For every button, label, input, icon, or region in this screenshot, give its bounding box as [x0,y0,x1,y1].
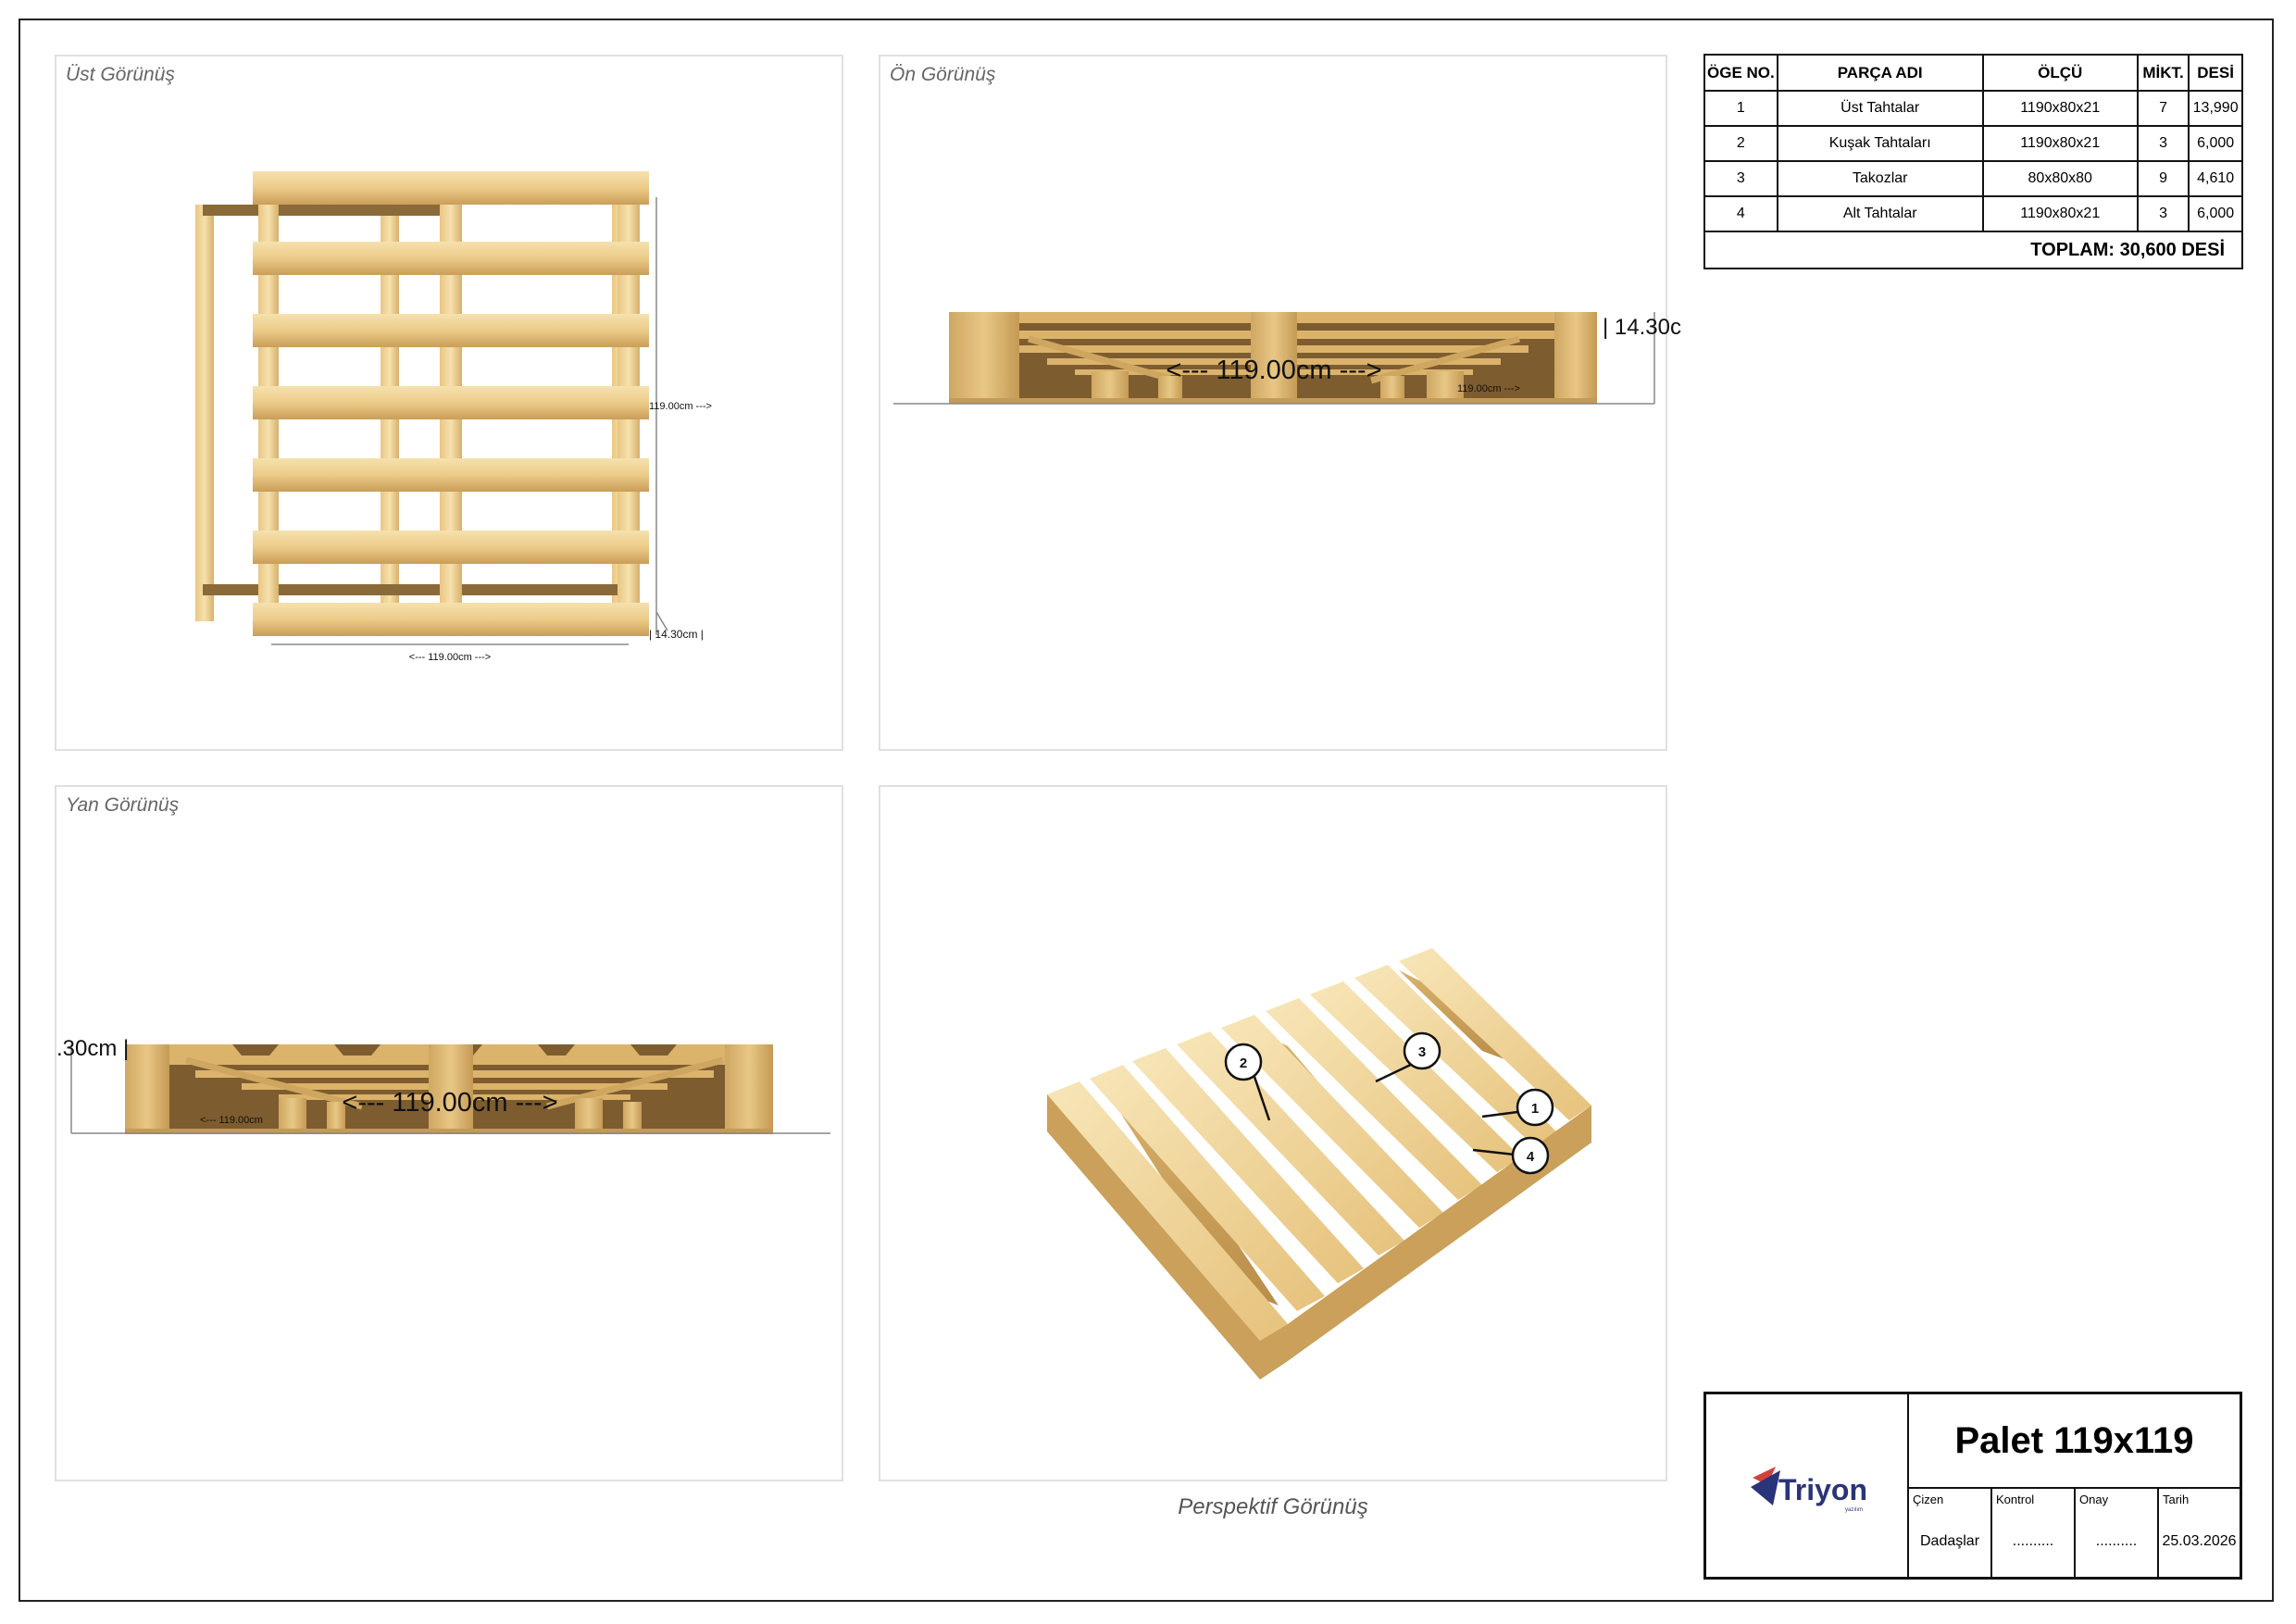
bom-cell: 3 [2136,125,2190,162]
balloon-2-label: 2 [1240,1056,1247,1071]
side-width-dim: <--- 119.00cm ---> [342,1088,557,1118]
bom-total-row: TOPLAM: 30,600 DESİ [1703,231,2243,269]
top-height-dim: | 14.30cm | [649,628,704,641]
top-view-panel: Üst Görünüş [55,55,843,751]
bom-cell: 1190x80x21 [1981,125,2139,162]
check-value: .......... [2012,1533,2054,1549]
side-view-drawing: <--- 119.00cm ---> <--- 119.00cm .30cm | [56,1036,830,1134]
side-view-panel: Yan Görünüş [55,785,843,1481]
balloon-4-label: 4 [1527,1149,1535,1165]
table-row: 4 Alt Tahtalar 1190x80x21 3 6,000 [1703,195,2243,232]
drawing-sheet-border [19,19,2274,1602]
top-view-label: Üst Görünüş [66,64,175,85]
approval-caption: Onay [2079,1493,2109,1506]
side-height-dim: .30cm | [56,1036,129,1061]
table-row: 2 Kuşak Tahtaları 1190x80x21 3 6,000 [1703,125,2243,162]
approval-value: .......... [2095,1533,2138,1549]
front-width-dim: <--- 119.00cm ---> [1166,356,1381,385]
logo-text: Triyon [1778,1473,1867,1506]
front-bottom-board [949,398,1597,404]
bom-cell: 6,000 [2188,125,2243,162]
perspective-edge-boards [1047,1094,1591,1380]
triyon-logo-icon: Triyon yazılım [1751,1467,1867,1513]
front-blocks [949,312,1597,403]
balloon-3-label: 3 [1418,1044,1426,1060]
perspective-view-drawing: 2 3 1 4 [1047,948,1591,1380]
bom-cell: 1190x80x21 [1981,90,2139,127]
front-view-panel: Ön Görünüş <--- 119.00cm ---> 119.00cm -… [879,55,1681,751]
side-bottom-board [125,1129,773,1134]
bom-cell: 4,610 [2188,160,2243,197]
top-leader [655,611,668,631]
front-height-dim: | 14.30c [1603,315,1681,340]
front-depth-dim: 119.00cm ---> [1457,383,1520,394]
bom-total: TOPLAM: 30,600 DESİ [1703,231,2243,269]
side-view-label: Yan Görünüş [66,794,180,816]
bom-table: ÖGE NO. PARÇA ADI ÖLÇÜ MİKT. DESİ 1 Üst … [1703,54,2243,269]
side-depth-dim: <--- 119.00cm [200,1115,263,1126]
bom-cell: 2 [1703,125,1778,162]
shadow-bottom [203,584,629,595]
check-cell: Kontrol .......... [1992,1487,2076,1577]
perspective-view-panel: 2 3 1 4 [879,785,1667,1481]
bom-header-qty: MİKT. [2136,54,2190,92]
bom-cell: Alt Tahtalar [1776,195,1984,232]
balloon-4 [1511,1136,1550,1175]
bom-cell: 1190x80x21 [1981,195,2139,232]
title-block: Triyon yazılım Palet 119x119 Çizen Dadaş… [1703,1392,2242,1580]
front-view-drawing: <--- 119.00cm ---> 119.00cm ---> | 14.30… [893,312,1681,405]
drawn-by-value: Dadaşlar [1919,1533,1980,1549]
bom-cell: 3 [1703,160,1778,197]
bom-cell: Kuşak Tahtaları [1776,125,1984,162]
shadow-top [203,205,443,216]
bom-header-part-name: PARÇA ADI [1776,54,1984,92]
balloon-2 [1224,1043,1263,1081]
approval-cell: Onay .......... [2076,1487,2159,1577]
bom-cell: 13,990 [2188,90,2243,127]
bom-cell: Takozlar [1776,160,1984,197]
bom-cell: 4 [1703,195,1778,232]
balloon-3 [1403,1031,1441,1070]
bom-cell: 80x80x80 [1981,160,2139,197]
side-top-board-ends [158,1044,742,1056]
bom-header-desi: DESİ [2188,54,2243,92]
bom-header-size: ÖLÇÜ [1981,54,2139,92]
bom-cell: Üst Tahtalar [1776,90,1984,127]
stringer-left [195,205,214,621]
perspective-top-boards [1047,948,1591,1341]
date-cell: Tarih 25.03.2026 [2159,1487,2240,1577]
top-deck-posts [253,171,649,636]
front-view-label: Ön Görünüş [890,64,996,85]
bom-cell: 9 [2136,160,2190,197]
table-row: 3 Takozlar 80x80x80 9 4,610 [1703,160,2243,197]
top-view-drawing: <--- 119.00cm ---> 119.00cm ---> | 14.30… [195,171,712,663]
perspective-balloons [1224,1031,1554,1175]
check-caption: Kontrol [1996,1493,2035,1506]
balloon-1-label: 1 [1531,1101,1539,1117]
bom-cell: 3 [2136,195,2190,232]
drawing-title: Palet 119x119 [1909,1394,2240,1489]
bom-cell: 6,000 [2188,195,2243,232]
bom-header-item-no: ÖGE NO. [1703,54,1778,92]
bom-header-row: ÖGE NO. PARÇA ADI ÖLÇÜ MİKT. DESİ [1703,54,2243,92]
date-value: 25.03.2026 [2162,1533,2237,1549]
table-row: 1 Üst Tahtalar 1190x80x21 7 13,990 [1703,90,2243,127]
date-caption: Tarih [2163,1493,2190,1506]
perspective-caption: Perspektif Görünüş [1178,1494,1368,1519]
front-struts [1028,335,1520,384]
company-logo: Triyon yazılım [1706,1394,1909,1577]
bom-cell: 1 [1703,90,1778,127]
balloon-1 [1516,1088,1554,1127]
bom-cell: 7 [2136,90,2190,127]
top-depth-dim: 119.00cm ---> [649,401,712,412]
top-width-dim: <--- 119.00cm ---> [409,652,491,663]
drawn-by-caption: Çizen [1913,1493,1944,1506]
logo-tagline: yazılım [1845,1507,1863,1513]
side-blocks [125,1044,773,1133]
drawn-by-cell: Çizen Dadaşlar [1909,1487,1992,1577]
